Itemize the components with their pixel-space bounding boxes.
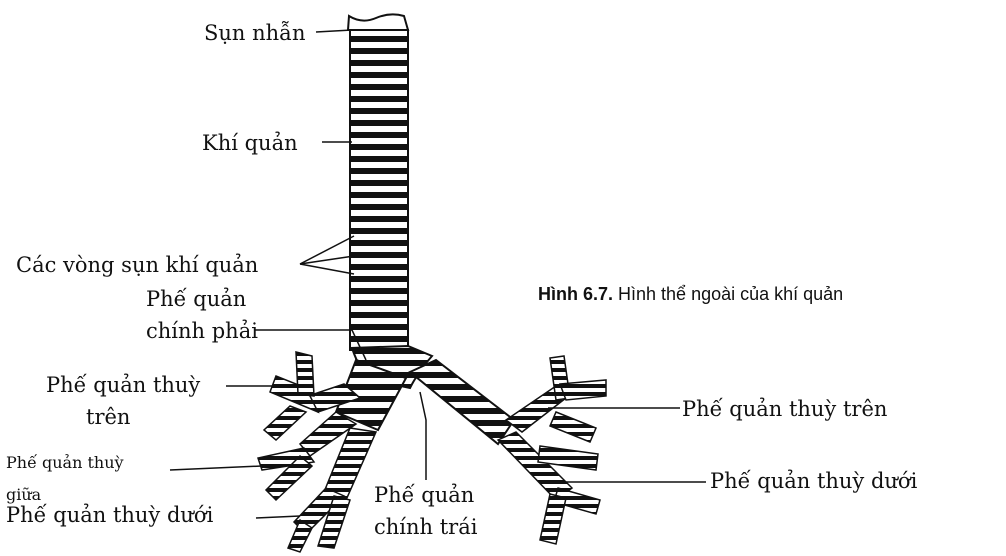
labels: Sụn nhẫn Khí quản Các vòng sụn khí quản … [6, 21, 918, 539]
label-cricoid: Sụn nhẫn [204, 21, 306, 45]
leader-right-lower [256, 516, 300, 518]
label-right-upper-2: trên [86, 405, 130, 429]
caption-text: Hình thể ngoài của khí quản [613, 284, 843, 304]
caption-number: Hình 6.7. [538, 284, 613, 304]
label-right-middle-2: giữa [6, 485, 42, 504]
leader-rings-3 [300, 264, 354, 274]
label-right-upper-1: Phế quản thuỳ [46, 373, 200, 397]
leader-right-middle [170, 466, 262, 470]
label-left-upper: Phế quản thuỳ trên [682, 397, 887, 421]
leader-cricoid [316, 30, 352, 32]
label-left-main-2: chính trái [374, 515, 478, 539]
label-left-main-1: Phế quản [374, 483, 474, 507]
cricoid-cartilage [348, 14, 408, 30]
label-left-lower: Phế quản thuỳ dưới [710, 469, 918, 493]
leader-left-main [420, 392, 426, 480]
label-trachea: Khí quản [202, 131, 298, 155]
trachea-tube [348, 14, 432, 388]
label-right-middle-1: Phế quản thuỳ [6, 453, 124, 472]
label-right-main-1: Phế quản [146, 287, 246, 311]
trachea-body [350, 30, 408, 350]
figure-caption: Hình 6.7. Hình thể ngoài của khí quản [538, 284, 843, 304]
label-right-lower: Phế quản thuỳ dưới [6, 503, 214, 527]
label-right-main-2: chính phải [146, 319, 258, 343]
label-rings: Các vòng sụn khí quản [16, 253, 258, 277]
